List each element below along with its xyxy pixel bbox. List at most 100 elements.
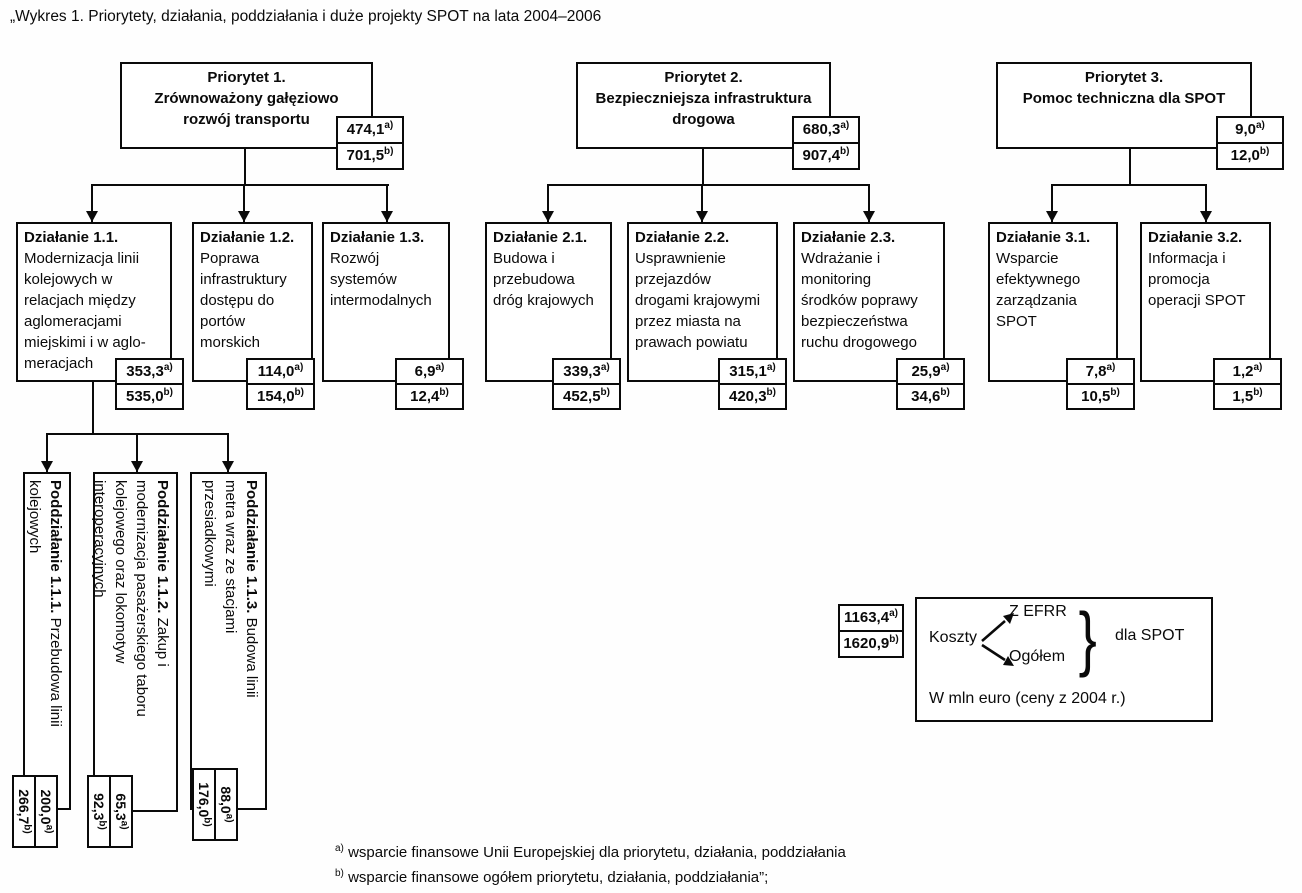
measure-1-2-box: Działanie 1.2. Poprawa infrastruktury do… (192, 222, 313, 382)
measure-name: Działanie 3.2. (1148, 229, 1243, 246)
measure-text-line: dróg krajowych (493, 292, 594, 309)
measure-text-line: drogami krajowymi (635, 292, 761, 309)
arrow-down-connector (222, 433, 234, 472)
chart-title: „Wykres 1. Priorytety, działania, poddzi… (10, 8, 602, 25)
priority-text-line: rozwój transportu (183, 111, 310, 128)
arrow-down-connector (863, 184, 875, 222)
measure-name: Działanie 1.1. (24, 229, 119, 246)
measure-text-line: dostępu do (200, 292, 275, 309)
value-total: 12,4b) (395, 383, 464, 410)
value-total: 34,6b) (896, 383, 965, 410)
arrow-down-connector (542, 184, 554, 222)
measure-text-line: Poprawa (200, 250, 260, 267)
measure-text-line: monitoring (801, 271, 872, 288)
submeasure-text-line: kolejowych (26, 480, 43, 554)
measure-1-3-values: 6,9a) 12,4b) (395, 358, 464, 410)
value-eu: 1,2a) (1213, 358, 1282, 385)
priority-name: Priorytet 2. (664, 69, 743, 86)
value-total: 420,3b) (718, 383, 787, 410)
submeasure-text-line: modernizacja pasażerskiego taboru (133, 480, 150, 717)
legend-values: 1163,4a) 1620,9b) (838, 604, 904, 658)
submeasure-1-1-2-node: Poddziałanie 1.1.2. Zakup i modernizacja… (82, 472, 178, 850)
arrow-down-connector (1046, 184, 1058, 222)
submeasure-1-1-1-box: Poddziałanie 1.1.1. Przebudowa linii kol… (23, 472, 71, 810)
submeasure-text-line: interoperacyjnych (91, 480, 108, 598)
submeasure-1-1-1-node: Poddziałanie 1.1.1. Przebudowa linii kol… (8, 472, 71, 848)
priority-2-values: 680,3a) 907,4b) (792, 116, 860, 170)
value-eu: 7,8a) (1066, 358, 1135, 385)
measure-1-3-box: Działanie 1.3. Rozwój systemów intermoda… (322, 222, 450, 382)
submeasure-1-1-3-box: Poddziałanie 1.1.3. Budowa linii metra w… (190, 472, 267, 810)
measure-text-line: Usprawnienie (635, 250, 726, 267)
connector-line (92, 382, 94, 433)
value-eu: 65,3a) (109, 775, 133, 848)
measure-text-line: kolejowych w (24, 271, 113, 288)
priority-text-line: drogowa (672, 111, 735, 128)
arrow-down-connector (696, 184, 708, 222)
value-total: 452,5b) (552, 383, 621, 410)
measure-text-line: efektywnego (996, 271, 1081, 288)
value-eu: 339,3a) (552, 358, 621, 385)
measure-text-line: Budowa i (493, 250, 555, 267)
connector-line (1052, 184, 1207, 186)
value-eu: 6,9a) (395, 358, 464, 385)
measure-text-line: portów (200, 313, 246, 330)
submeasure-name: Poddziałanie 1.1.2. (154, 480, 171, 614)
measure-text-line: przez miasta na (635, 313, 741, 330)
measure-text-line: prawach powiatu (635, 334, 748, 351)
measure-name: Działanie 3.1. (996, 229, 1091, 246)
measure-1-1-values: 353,3a) 535,0b) (115, 358, 184, 410)
measure-text-line: relacjach między (24, 292, 136, 309)
priority-text-line: Bezpieczniejsza infrastruktura (595, 90, 812, 107)
measure-text-line: Modernizacja linii (24, 250, 140, 267)
measure-text-line: Informacja i (1148, 250, 1226, 267)
measure-text-line: morskich (200, 334, 261, 351)
curly-brace-icon: } (1078, 597, 1097, 679)
measure-text-line: SPOT (996, 313, 1037, 330)
koszty-label: Koszty (929, 629, 978, 646)
arrow-down-connector (381, 184, 393, 222)
measure-3-2-values: 1,2a) 1,5b) (1213, 358, 1282, 410)
value-total: 92,3b) (87, 775, 111, 848)
value-total: 1,5b) (1213, 383, 1282, 410)
value-total: 535,0b) (115, 383, 184, 410)
value-eu: 88,0a) (214, 768, 238, 841)
priority-text-line: Zrównoważony gałęziowo (154, 90, 339, 107)
measure-2-3-box: Działanie 2.3. Wdrażanie i monitoring śr… (793, 222, 945, 382)
priority-text-line: Pomoc techniczna dla SPOT (1022, 90, 1226, 107)
legend-box: Koszty Z EFRR Ogółem } dla SPOT W mln eu… (915, 597, 1213, 722)
value-total: 154,0b) (246, 383, 315, 410)
measure-name: Działanie 2.2. (635, 229, 730, 246)
submeasure-1-1-3-node: Poddziałanie 1.1.3. Budowa linii metra w… (188, 472, 267, 847)
value-total: 12,0b) (1216, 142, 1284, 170)
submeasure-text-line: przesiadkowymi (201, 480, 218, 587)
priority-name: Priorytet 3. (1084, 69, 1164, 86)
connector-line (1129, 149, 1131, 184)
footnote-a-mark: a) (335, 843, 344, 854)
value-total: 10,5b) (1066, 383, 1135, 410)
measure-name: Działanie 1.3. (330, 229, 425, 246)
value-eu: 25,9a) (896, 358, 965, 385)
priority-1-values: 474,1a) 701,5b) (336, 116, 404, 170)
value-total: 176,0b) (192, 768, 216, 841)
arrow-down-connector (1200, 184, 1212, 222)
measure-text-line: przebudowa (493, 271, 575, 288)
priority-2-box: Priorytet 2. Bezpieczniejsza infrastrukt… (576, 62, 831, 149)
measure-text-line: przejazdów (635, 271, 711, 288)
connector-line (92, 184, 389, 186)
measure-text-line: Rozwój (330, 250, 380, 267)
submeasure-1-1-2-box: Poddziałanie 1.1.2. Zakup i modernizacja… (91, 472, 178, 812)
submeasure-1-1-1-values: 200,0a) 266,7b) (12, 775, 58, 848)
submeasure-text-line: metra wraz ze stacjami (222, 480, 239, 634)
footnote-b: b) wsparcie finansowe ogółem priorytetu,… (335, 868, 769, 886)
priority-1-box: Priorytet 1. Zrównoważony gałęziowo rozw… (120, 62, 373, 149)
measure-text-line: środków poprawy (801, 292, 918, 309)
legend-arrows-icon (981, 613, 1014, 666)
measure-name: Działanie 2.3. (801, 229, 896, 246)
submeasure-text-line: kolejowego oraz lokomotyw (112, 480, 129, 664)
measure-2-1-box: Działanie 2.1. Budowa i przebudowa dróg … (485, 222, 612, 382)
legend-note: W mln euro (ceny z 2004 r.) (929, 690, 1126, 707)
measure-text-line: systemów (330, 271, 397, 288)
measure-3-1-box: Działanie 3.1. Wsparcie efektywnego zarz… (988, 222, 1118, 382)
